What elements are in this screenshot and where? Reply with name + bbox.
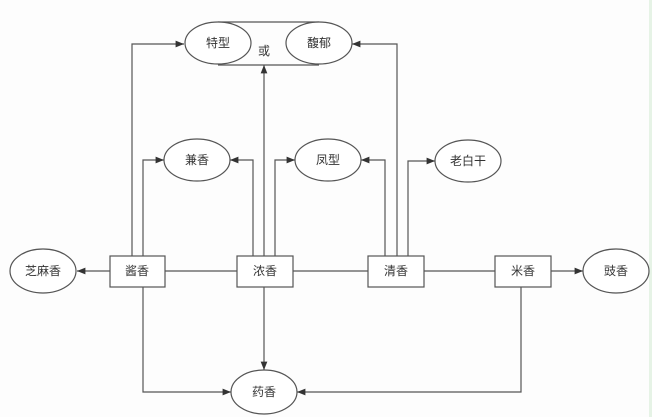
right-border — [649, 0, 652, 417]
node-qingxiang[interactable]: 清香 — [367, 255, 425, 288]
edge-jiangxiang-texing — [131, 40, 184, 256]
texing-or-fuyu-group: 特型 馥郁 或 — [184, 21, 353, 66]
node-jianxiang-label: 兼香 — [185, 153, 209, 167]
node-chixiang-label: 豉香 — [604, 264, 628, 278]
node-jianxiang[interactable]: 兼香 — [163, 138, 231, 182]
node-qingxiang-label: 清香 — [384, 264, 408, 278]
edge-qingxiang-fuyu — [352, 40, 398, 256]
connectors — [77, 40, 583, 396]
node-zhimaxiang[interactable]: 芝麻香 — [9, 248, 77, 294]
node-jiangxiang[interactable]: 酱香 — [109, 255, 166, 288]
node-laobaigan-label: 老白干 — [450, 153, 486, 168]
node-mixiang-label: 米香 — [511, 264, 535, 278]
edge-qingxiang-laobaigan — [407, 157, 435, 256]
node-jiangxiang-label: 酱香 — [125, 263, 149, 278]
edge-mixiang-yaoxiang — [297, 287, 522, 396]
edge-jiangxiang-yaoxiang — [142, 287, 231, 396]
node-mixiang[interactable]: 米香 — [494, 255, 552, 288]
node-laobaigan[interactable]: 老白干 — [434, 139, 502, 183]
node-fuyu-label: 馥郁 — [307, 35, 331, 50]
edge-nongxiang-fengxing — [274, 156, 295, 256]
edge-nongxiang-jianxiang — [230, 156, 254, 256]
edge-jiangxiang-jianxiang — [142, 156, 164, 256]
node-texing-label: 特型 — [206, 35, 230, 50]
node-fengxing[interactable]: 凤型 — [294, 138, 362, 182]
node-yaoxiang-label: 药香 — [252, 385, 276, 399]
group-connector-label: 或 — [258, 44, 270, 58]
node-texing[interactable]: 特型 — [184, 21, 252, 65]
node-nongxiang[interactable]: 浓香 — [236, 255, 294, 288]
node-chixiang[interactable]: 豉香 — [582, 248, 650, 294]
node-yaoxiang[interactable]: 药香 — [230, 369, 298, 415]
node-zhimaxiang-label: 芝麻香 — [25, 263, 61, 278]
node-nongxiang-label: 浓香 — [253, 264, 277, 278]
node-fengxing-label: 凤型 — [316, 153, 340, 167]
node-fuyu[interactable]: 馥郁 — [285, 21, 353, 65]
edge-qingxiang-fengxing — [361, 156, 386, 256]
